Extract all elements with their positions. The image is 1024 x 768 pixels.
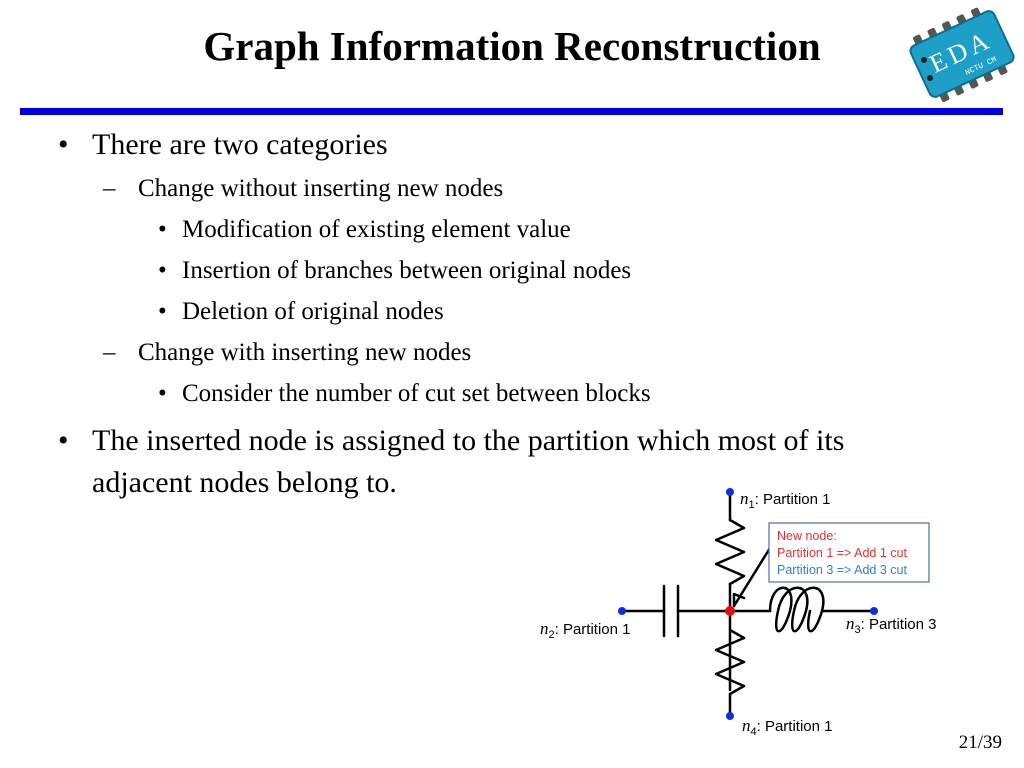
- inductor: [768, 586, 825, 633]
- bullet-marker: •: [58, 128, 69, 161]
- label-n2: n2: Partition 1: [540, 619, 631, 641]
- resistor-bottom: [714, 628, 746, 696]
- bullet-inserted-node-line2: adjacent nodes belong to.: [92, 466, 397, 499]
- bullet-marker: •: [58, 424, 69, 457]
- node-n2: [618, 607, 626, 615]
- node-n4: [726, 712, 734, 720]
- bullet-deletion: Deletion of original nodes: [182, 298, 444, 325]
- bullet-marker: •: [158, 216, 167, 243]
- label-n1: n1: Partition 1: [740, 489, 831, 511]
- bullet-modification: Modification of existing element value: [182, 216, 571, 243]
- slide-title: Graph Information Reconstruction: [203, 23, 821, 69]
- callout-arrowhead: [732, 592, 746, 608]
- callout-line3: Partition 3 => Add 3 cut: [777, 563, 907, 577]
- bullet-inserted-node-line1: The inserted node is assigned to the par…: [92, 424, 845, 457]
- eda-logo: EDA NCTU CM: [909, 7, 1015, 103]
- bullet-insertion-branches: Insertion of branches between original n…: [182, 257, 632, 284]
- bullet-marker: •: [158, 380, 167, 407]
- callout-line2: Partition 1 => Add 1 cut: [777, 546, 907, 560]
- bullet-cut-set: Consider the number of cut set between b…: [182, 380, 651, 407]
- label-n4: n4: Partition 1: [742, 716, 833, 738]
- bullet-change-without-insert: Change without inserting new nodes: [138, 175, 504, 202]
- node-n1: [726, 488, 734, 496]
- title-underline: [20, 108, 1003, 115]
- bullet-change-with-insert: Change with inserting new nodes: [138, 339, 472, 366]
- bullet-marker: •: [158, 257, 167, 284]
- dash-marker: –: [103, 175, 116, 202]
- callout-line1: New node:: [777, 529, 837, 543]
- callout-box: [768, 522, 930, 583]
- label-n3: n3: Partition 3: [846, 614, 937, 636]
- resistor-top: [714, 518, 746, 586]
- node-n3: [870, 607, 878, 615]
- bullet-marker: •: [158, 298, 167, 325]
- circuit-diagram: n1: Partition 1 n2: Partition 1 n3: Part…: [540, 488, 937, 738]
- dash-marker: –: [103, 339, 116, 366]
- new-node: [725, 606, 735, 616]
- page-number: 21/39: [958, 732, 1002, 753]
- bullet-two-categories: There are two categories: [92, 128, 388, 161]
